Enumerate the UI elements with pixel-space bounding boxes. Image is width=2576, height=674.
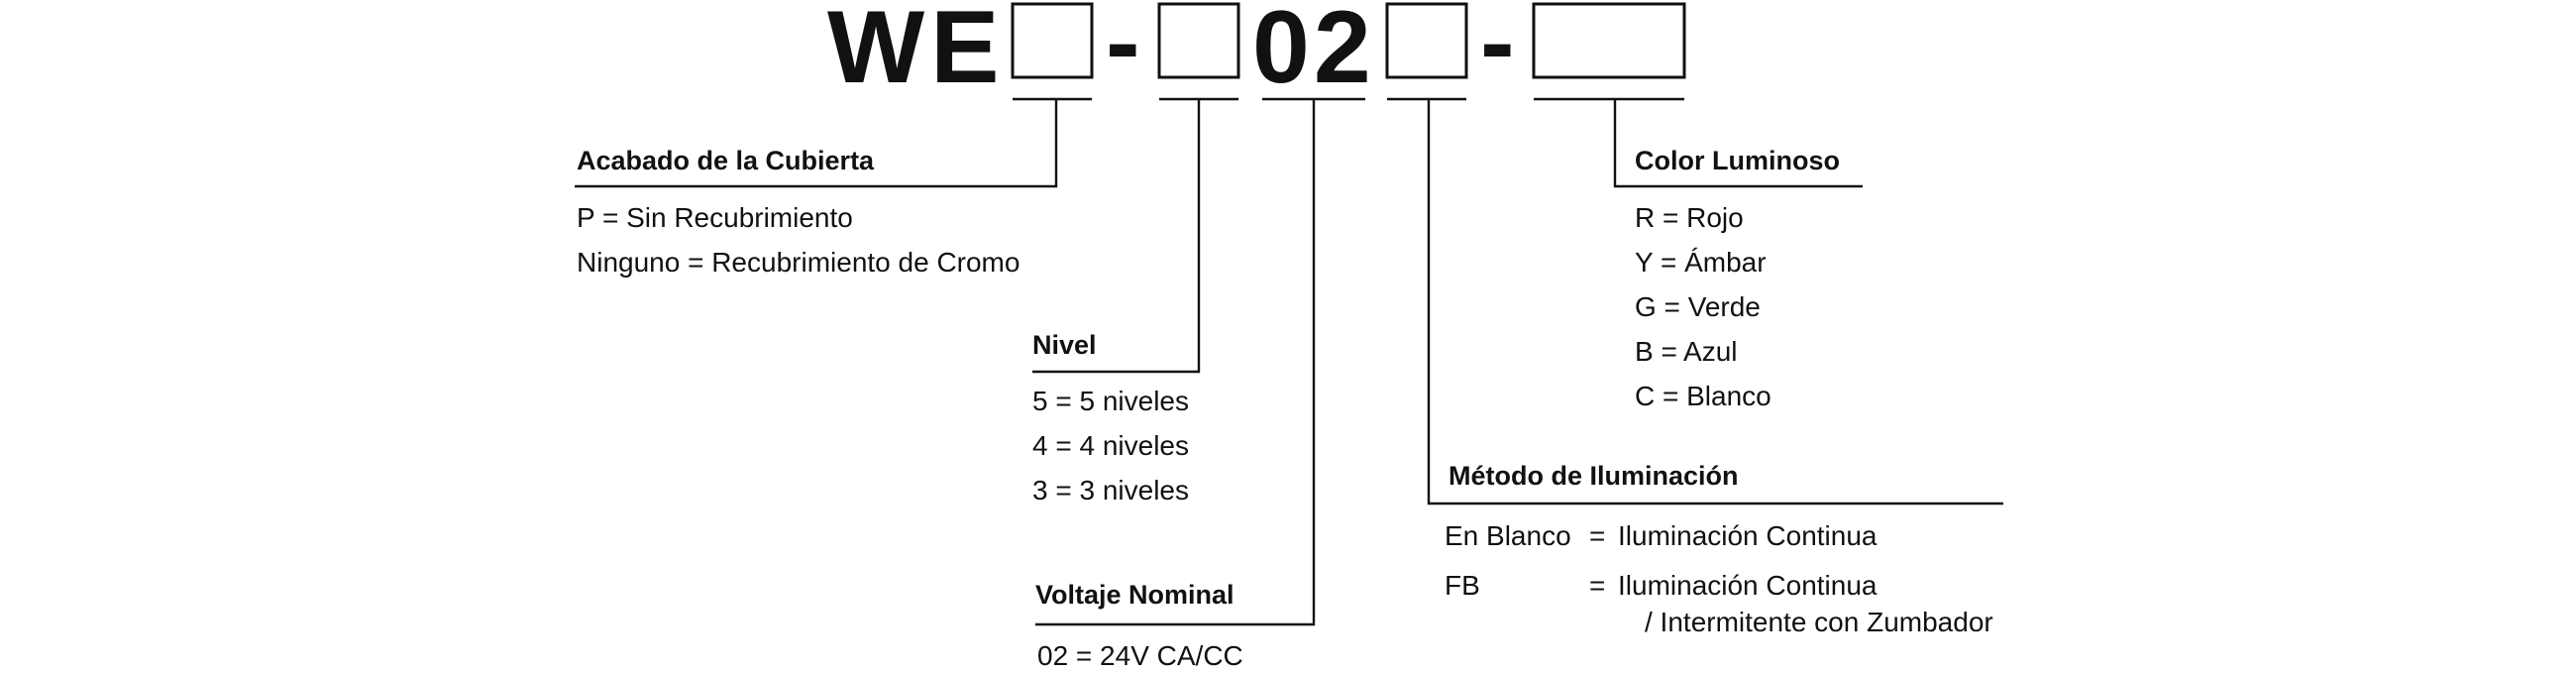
lighting-option-desc: Iluminación Continua: [1618, 570, 1878, 601]
code-prefix: WE: [827, 0, 1006, 105]
code-voltage-digits: 02: [1252, 0, 1375, 105]
cover-finish-title: Acabado de la Cubierta: [577, 146, 875, 175]
model-code: WE - 02 -: [827, 0, 1686, 105]
leader-lighting-method: [1427, 99, 2003, 506]
cover-finish-option: Ninguno = Recubrimiento de Cromo: [577, 247, 1020, 278]
code-hyphen-1: -: [1106, 0, 1140, 100]
lighting-option-eq: =: [1589, 570, 1605, 601]
code-box-cover-finish: [1011, 2, 1094, 79]
leader-level: [1032, 99, 1201, 374]
section-level: Nivel 5 = 5 niveles 4 = 4 niveles 3 = 3 …: [1032, 330, 1189, 506]
lighting-option-desc-continued: / Intermitente con Zumbador: [1645, 607, 1993, 637]
light-color-option: B = Azul: [1635, 336, 1738, 367]
lighting-option-code: En Blanco: [1445, 520, 1571, 551]
section-light-color: Color Luminoso R = Rojo Y = Ámbar G = Ve…: [1635, 146, 1840, 411]
level-option: 3 = 3 niveles: [1032, 475, 1189, 506]
light-color-option: G = Verde: [1635, 291, 1761, 322]
cover-finish-option: P = Sin Recubrimiento: [577, 202, 853, 233]
level-title: Nivel: [1032, 330, 1097, 360]
voltage-option: 02 = 24V CA/CC: [1037, 640, 1243, 671]
lighting-option-eq: =: [1589, 520, 1605, 551]
leader-voltage: [1035, 99, 1316, 626]
light-color-option: R = Rojo: [1635, 202, 1744, 233]
code-box-light-color: [1532, 2, 1686, 79]
lighting-option-desc: Iluminación Continua: [1618, 520, 1878, 551]
light-color-option: C = Blanco: [1635, 381, 1771, 411]
lighting-option-code: FB: [1445, 570, 1480, 601]
level-option: 4 = 4 niveles: [1032, 430, 1189, 461]
level-option: 5 = 5 niveles: [1032, 386, 1189, 416]
lighting-method-title: Método de Iluminación: [1449, 461, 1739, 491]
code-box-lighting-method: [1385, 2, 1468, 79]
leader-light-color: [1613, 99, 1863, 188]
light-color-title: Color Luminoso: [1635, 146, 1840, 175]
leader-cover-finish: [575, 99, 1058, 188]
section-lighting-method: Método de Iluminación En Blanco = Ilumin…: [1445, 461, 1993, 637]
code-hyphen-2: -: [1480, 0, 1515, 100]
leader-lines: [575, 99, 2003, 626]
code-box-level: [1157, 2, 1240, 79]
section-cover-finish: Acabado de la Cubierta P = Sin Recubrimi…: [577, 146, 1020, 278]
light-color-option: Y = Ámbar: [1635, 247, 1767, 278]
section-voltage: Voltaje Nominal 02 = 24V CA/CC: [1035, 580, 1243, 671]
voltage-title: Voltaje Nominal: [1035, 580, 1234, 610]
